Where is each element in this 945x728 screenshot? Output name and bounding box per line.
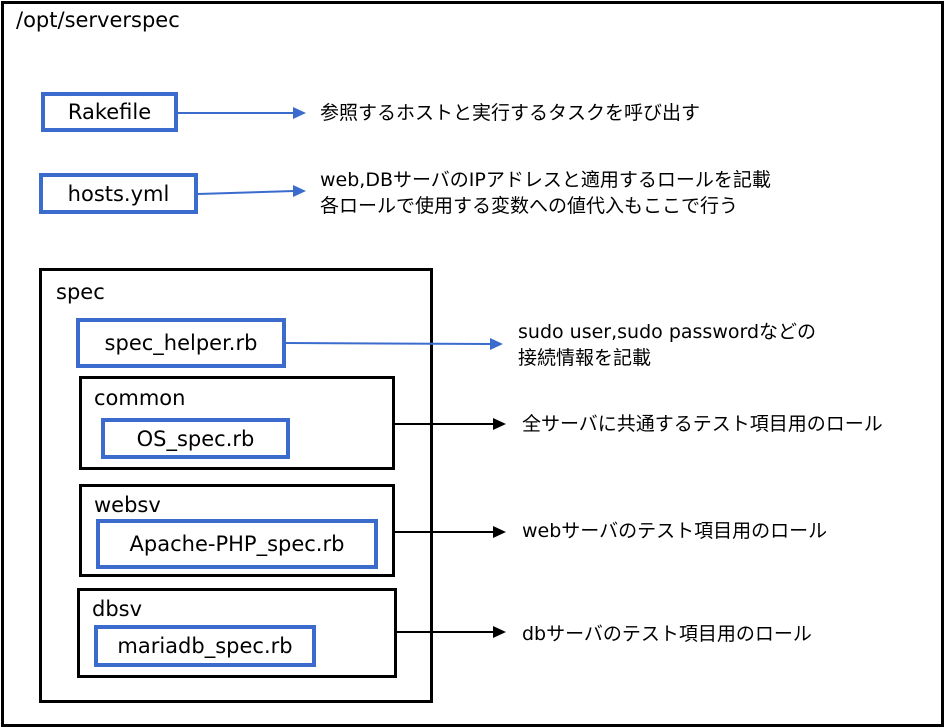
- hosts-yml-label: hosts.yml: [67, 181, 170, 206]
- rakefile-box[interactable]: Rakefile: [41, 92, 178, 132]
- hosts-note-line1: web,DBサーバのIPアドレスと適用するロールを記載: [320, 169, 771, 191]
- spec-helper-note-line1: sudo user,sudo passwordなどの: [518, 321, 817, 343]
- spec-helper-label: spec_helper.rb: [104, 331, 258, 355]
- dbsv-note: dbサーバのテスト項目用のロール: [522, 623, 812, 645]
- common-note: 全サーバに共通するテスト項目用のロール: [522, 413, 883, 435]
- mariadb-spec-label: mariadb_spec.rb: [117, 634, 293, 658]
- apache-php-spec-label: Apache-PHP_spec.rb: [129, 532, 345, 556]
- spec-helper-box[interactable]: spec_helper.rb: [76, 318, 286, 368]
- apache-php-spec-box[interactable]: Apache-PHP_spec.rb: [96, 519, 378, 569]
- hosts-note-line2: 各ロールで使用する変数への値代入もここで行う: [320, 195, 739, 217]
- rakefile-note: 参照するホストと実行するタスクを呼び出す: [320, 102, 701, 124]
- websv-directory-label: websv: [94, 493, 161, 517]
- hosts-yml-box[interactable]: hosts.yml: [39, 173, 198, 214]
- common-directory-label: common: [94, 386, 186, 410]
- spec-directory-label: spec: [56, 280, 105, 304]
- dbsv-directory-label: dbsv: [92, 597, 143, 621]
- hosts-arrow: [197, 190, 295, 195]
- spec-helper-arrow: [285, 342, 491, 345]
- os-spec-box[interactable]: OS_spec.rb: [101, 418, 290, 459]
- rakefile-label: Rakefile: [67, 100, 152, 124]
- mariadb-spec-box[interactable]: mariadb_spec.rb: [94, 625, 316, 667]
- os-spec-label: OS_spec.rb: [136, 426, 255, 451]
- websv-note: webサーバのテスト項目用のロール: [522, 520, 828, 542]
- root-path-label: /opt/serverspec: [16, 8, 180, 32]
- spec-helper-note-line2: 接続情報を記載: [518, 347, 652, 369]
